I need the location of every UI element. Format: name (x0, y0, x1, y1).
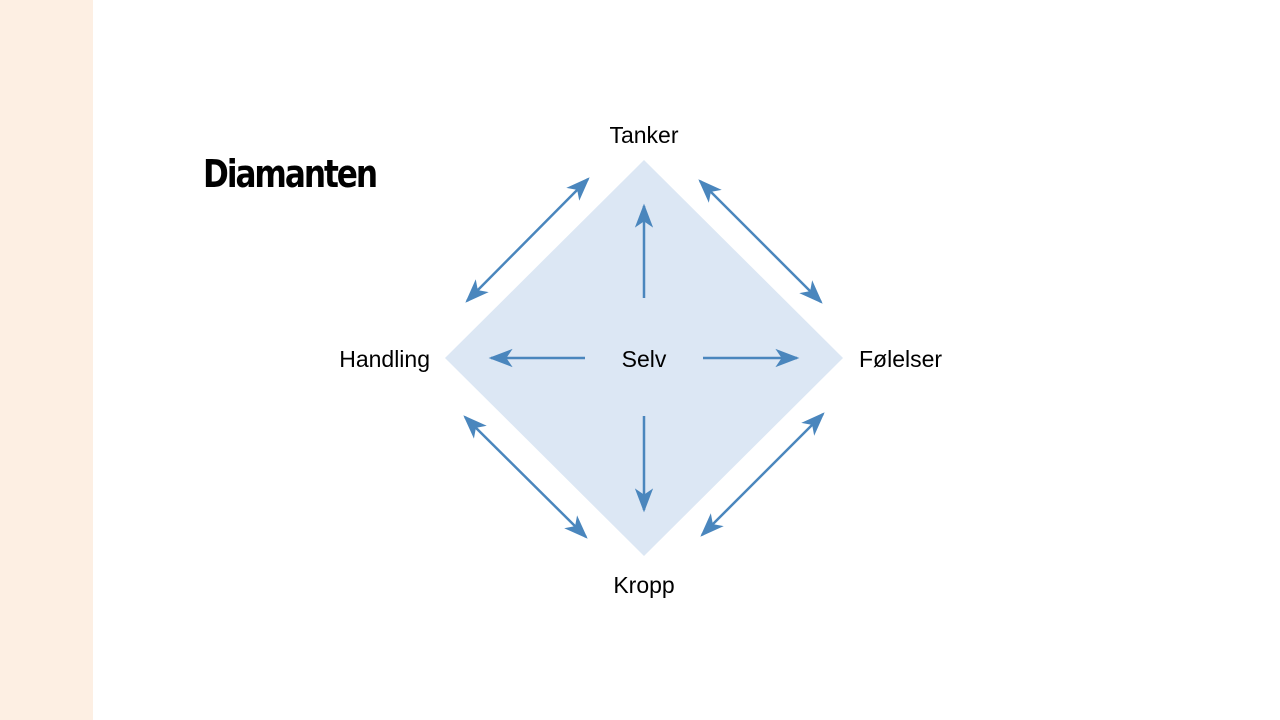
node-label-bottom: Kropp (613, 572, 674, 598)
side-band (0, 0, 93, 720)
arrow-tanker-handling (465, 177, 590, 303)
arrow-handling-kropp (463, 415, 588, 539)
node-label-left: Handling (339, 346, 430, 372)
node-label-right: Følelser (859, 346, 942, 372)
slide-title: Diamanten (203, 152, 378, 196)
arrow-tanker-folelser (698, 179, 823, 304)
node-label-center: Selv (622, 346, 667, 372)
node-label-top: Tanker (609, 122, 678, 148)
arrow-folelser-kropp (700, 412, 825, 537)
